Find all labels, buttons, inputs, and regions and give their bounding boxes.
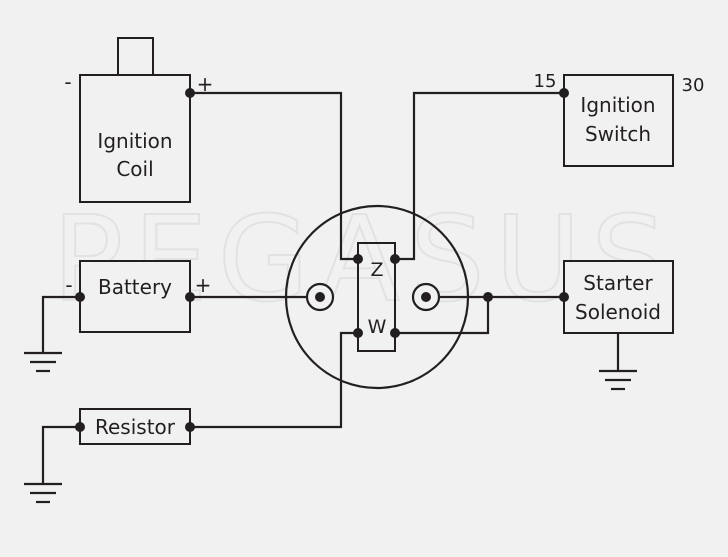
ground-symbol-solenoid (599, 369, 637, 391)
ignition-coil-label-2: Coil (116, 157, 153, 181)
relay-post-right-center (421, 292, 431, 302)
dot-battery-pos (185, 292, 195, 302)
resistor-label: Resistor (95, 415, 176, 439)
relay-body (284, 204, 470, 390)
ignition-coil-top-terminal (117, 37, 154, 76)
battery: Battery - + (65, 260, 212, 333)
ignition-coil-neg: - (64, 70, 71, 94)
dot-solenoid-in (559, 292, 569, 302)
resistor-body (79, 408, 191, 445)
dot-switch-15 (559, 88, 569, 98)
starter-solenoid-label-1: Starter (583, 271, 653, 295)
ignition-switch-label-1: Ignition (580, 93, 655, 117)
starter-solenoid-body (563, 260, 674, 334)
battery-label: Battery (98, 275, 172, 299)
relay-terminal-block (357, 242, 396, 352)
ignition-switch-terminal-30: 30 (682, 75, 705, 96)
wire-coil-to-z (190, 91, 358, 261)
ignition-switch-terminal-15: 15 (534, 71, 557, 92)
ignition-coil-pos: + (197, 72, 214, 96)
ignition-switch-label-2: Switch (585, 122, 651, 146)
dot-relay-z-left (353, 254, 363, 264)
wire-resistor-to-w (190, 331, 358, 429)
dot-relay-w-right (390, 328, 400, 338)
ground-symbol-resistor (24, 482, 62, 504)
dot-resistor-right (185, 422, 195, 432)
dot-junction (483, 292, 493, 302)
ignition-coil-label-1: Ignition (97, 129, 172, 153)
dot-relay-w-left (353, 328, 363, 338)
ignition-coil-body (79, 74, 191, 203)
wire-switch-to-z (395, 91, 564, 261)
ignition-switch-body (563, 74, 674, 167)
dot-coil-pos (185, 88, 195, 98)
resistor: Resistor (79, 408, 191, 445)
relay: Z W (284, 204, 470, 390)
ground-symbol-battery (24, 351, 62, 373)
relay-post-left-center (315, 292, 325, 302)
wire-w-to-junction (395, 297, 490, 335)
relay-terminal-z: Z (370, 259, 383, 281)
relay-terminal-w: W (368, 316, 387, 338)
dot-relay-z-right (390, 254, 400, 264)
dot-battery-neg (75, 292, 85, 302)
battery-neg: - (65, 273, 72, 297)
dot-resistor-left (75, 422, 85, 432)
ignition-coil: Ignition Coil - + (64, 37, 214, 203)
starter-solenoid-label-2: Solenoid (575, 300, 661, 324)
wire-battery-ground (41, 295, 80, 352)
battery-pos: + (195, 273, 212, 297)
connection-dots (75, 88, 569, 432)
ignition-switch: Ignition Switch 15 30 (534, 71, 705, 167)
wire-resistor-ground (41, 425, 80, 483)
starter-solenoid: Starter Solenoid (563, 260, 674, 334)
